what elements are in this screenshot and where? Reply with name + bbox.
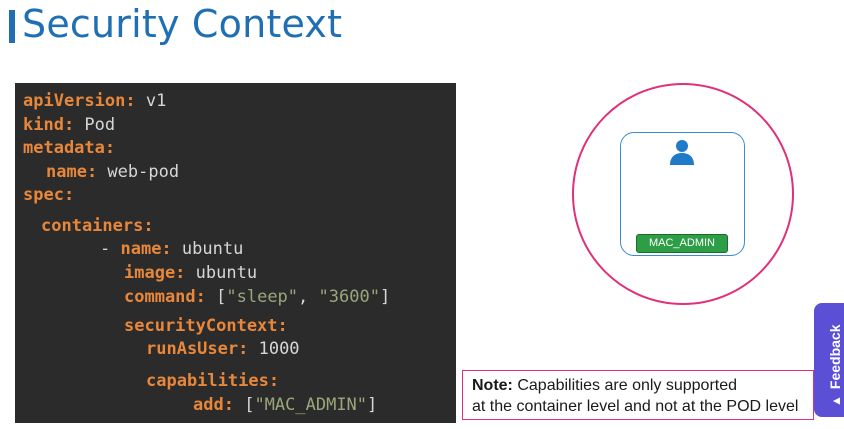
code-line-apiversion: apiVersion: v1 bbox=[23, 91, 167, 111]
title-accent-bar bbox=[9, 10, 15, 43]
code-line-name: name: web-pod bbox=[46, 162, 180, 182]
code-line-spec: spec: bbox=[23, 185, 75, 205]
code-line-containers: containers: bbox=[41, 216, 154, 236]
user-icon bbox=[670, 140, 694, 165]
note-line-1: Note: Capabilities are only supported bbox=[472, 377, 738, 394]
feedback-button[interactable]: ▲Feedback bbox=[814, 303, 844, 417]
code-line-image: image: ubuntu bbox=[124, 263, 258, 283]
capability-badge: MAC_ADMIN bbox=[636, 234, 728, 253]
code-line-add: add: ["MAC_ADMIN"] bbox=[193, 395, 378, 415]
yaml-code-panel: apiVersion: v1 kind: Pod metadata: name:… bbox=[15, 83, 456, 423]
send-arrow-icon: ▲ bbox=[829, 395, 843, 407]
code-line-runasuser: runAsUser: 1000 bbox=[146, 339, 300, 359]
note-box: Note: Capabilities are only supported at… bbox=[462, 370, 814, 420]
code-line-capabilities: capabilities: bbox=[146, 371, 280, 391]
slide-title: Security Context bbox=[22, 2, 343, 46]
code-line-container-name: - name: ubuntu bbox=[100, 239, 244, 259]
feedback-label: ▲Feedback bbox=[820, 293, 844, 407]
note-label: Note: bbox=[472, 377, 513, 394]
code-line-metadata: metadata: bbox=[23, 138, 116, 158]
code-line-securitycontext: securityContext: bbox=[124, 316, 288, 336]
code-line-command: command: ["sleep", "3600"] bbox=[124, 287, 391, 307]
note-line-2: at the container level and not at the PO… bbox=[472, 398, 799, 415]
code-line-kind: kind: Pod bbox=[23, 115, 116, 135]
